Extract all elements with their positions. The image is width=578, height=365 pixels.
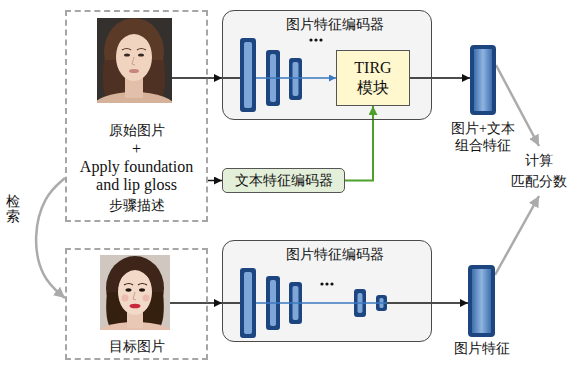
arrow-connector (36, 178, 65, 298)
eyebrow (124, 284, 133, 286)
cnn-layer (244, 272, 252, 334)
score-node: 计算 匹配分数 (504, 146, 574, 196)
arrow-connector (432, 302, 468, 304)
feature-vector: 图片特征 (468, 265, 495, 337)
feature-flow (256, 77, 336, 79)
cnn-layers (240, 38, 336, 112)
feature-flow (256, 302, 387, 304)
encoder-box: 文本特征编码器 (222, 168, 345, 193)
ellipsis-dot (325, 282, 328, 285)
ellipsis-dot (320, 282, 323, 285)
node-label: 步骤描述 (109, 197, 165, 215)
cnn-layer (289, 58, 302, 100)
nose (133, 292, 136, 300)
eyebrow (137, 49, 146, 51)
node-title: 图片特征编码器 (223, 245, 431, 265)
lips (130, 304, 141, 309)
encoder-ground (222, 240, 432, 342)
eyebrow (138, 284, 147, 286)
cnn-layer (244, 42, 252, 108)
nose (132, 57, 135, 65)
arrow-connector (495, 196, 539, 275)
ellipsis-dot (309, 38, 312, 41)
arrow-connector (208, 302, 222, 304)
node-title: 文本特征编码器 (235, 172, 333, 190)
target-group: 目标图片 (65, 248, 208, 360)
ellipsis-dot (319, 38, 322, 41)
arrow-connector (208, 77, 222, 79)
eyebrow (122, 49, 131, 51)
cnn-layers (240, 268, 432, 338)
encoder-box: 图片特征编码器 (222, 240, 432, 342)
ellipsis-dot (330, 282, 333, 285)
signal-wire (170, 302, 208, 304)
cnn-layer (240, 268, 256, 338)
arrow-connector (208, 180, 222, 182)
face (116, 33, 152, 81)
encoder-box: 图片特征编码器 TIRG 模块 (222, 10, 432, 120)
node-label: 目标图片 (109, 338, 165, 356)
cnn-layer (240, 38, 256, 112)
node-label: 原始图片 (109, 122, 165, 140)
feature-label: 图片特征 (446, 340, 518, 357)
input-group: 原始图片+Apply foundation and lip gloss 步骤描述 (65, 10, 208, 222)
node-title: 图片特征编码器 (223, 15, 431, 35)
face (118, 269, 152, 315)
signal-wire (223, 77, 240, 79)
blush (143, 295, 150, 302)
arrow-connector (345, 106, 373, 181)
arrow-connector (410, 77, 470, 79)
signal-wire (387, 302, 432, 304)
eye (139, 288, 145, 291)
node-label: Apply foundation and lip gloss (68, 158, 205, 194)
lips (129, 69, 139, 73)
cnn-layer (293, 62, 299, 96)
module-label: TIRG 模块 (347, 58, 399, 98)
signal-wire (172, 77, 208, 79)
photo-background (100, 255, 170, 330)
eye (126, 288, 132, 291)
module-box: TIRG 模块 (336, 50, 410, 106)
photo-background (97, 18, 172, 103)
ellipsis-dot (314, 38, 317, 41)
feature-vector: 图片+文本 组合特征 (470, 45, 496, 115)
score-label: 计算 匹配分数 (506, 150, 572, 192)
eye (124, 53, 130, 56)
hairline (118, 267, 152, 282)
target-photo (100, 255, 170, 330)
node-label: + (132, 140, 141, 158)
feature-label: 图片+文本 组合特征 (447, 120, 519, 154)
signal-wire (223, 302, 240, 304)
blush (122, 295, 129, 302)
eye (138, 53, 144, 56)
edge-label: 检索 (6, 194, 20, 225)
hairline (116, 31, 152, 46)
source-photo (97, 18, 172, 103)
encoder-ground (222, 10, 432, 120)
